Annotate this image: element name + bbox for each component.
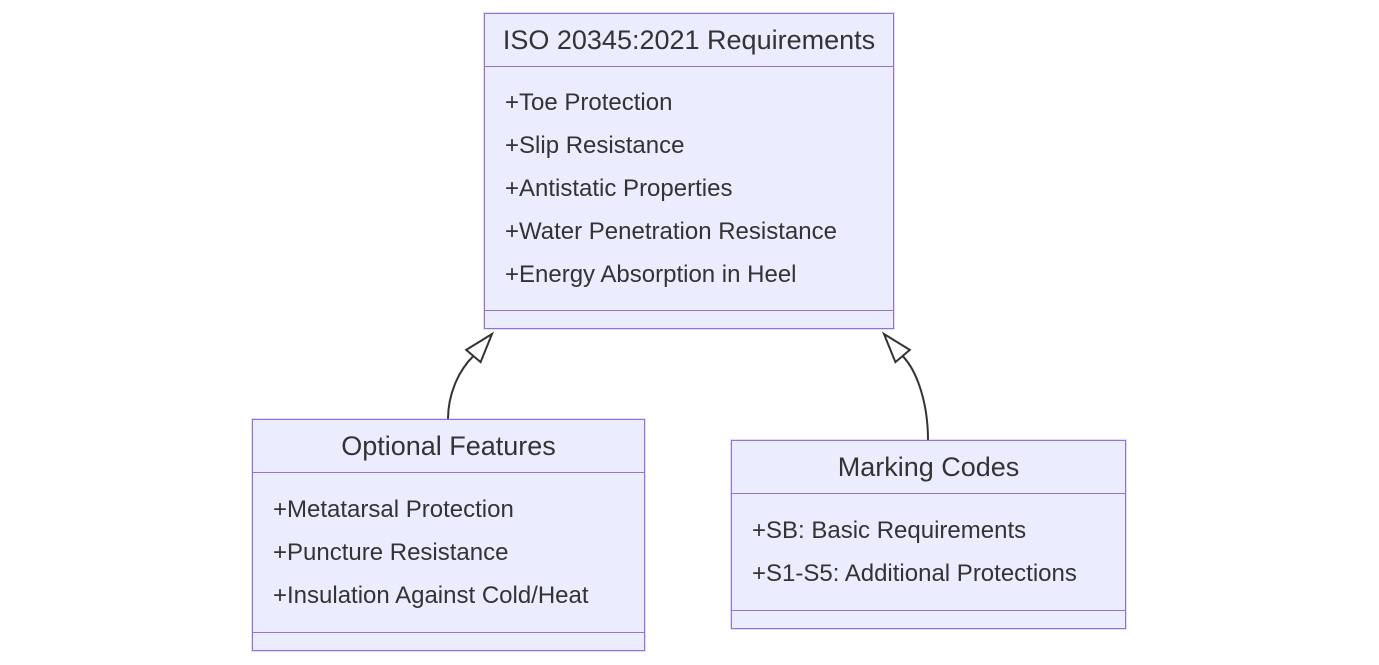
class-members-compartment: +Toe Protection +Slip Resistance +Antist… [485, 67, 893, 310]
class-members-compartment: +SB: Basic Requirements +S1-S5: Addition… [732, 494, 1125, 610]
class-member: +Insulation Against Cold/Heat [273, 582, 589, 609]
class-title: ISO 20345:2021 Requirements [485, 14, 893, 67]
class-methods-compartment-empty [732, 610, 1125, 628]
class-member: +Puncture Resistance [273, 539, 509, 566]
class-box-iso-requirements: ISO 20345:2021 Requirements +Toe Protect… [484, 13, 894, 329]
class-member: +Water Penetration Resistance [505, 218, 837, 245]
inheritance-arrow-optional-features [447, 331, 495, 420]
class-methods-compartment-empty [485, 310, 893, 328]
class-box-optional-features: Optional Features +Metatarsal Protection… [252, 419, 645, 651]
class-methods-compartment-empty [253, 632, 644, 650]
inheritance-arrow-marking-codes [881, 331, 929, 441]
class-member: +Slip Resistance [505, 132, 685, 159]
class-member: +S1-S5: Additional Protections [752, 560, 1077, 587]
class-members-compartment: +Metatarsal Protection +Puncture Resista… [253, 473, 644, 632]
class-member: +Metatarsal Protection [273, 496, 514, 523]
class-member: +SB: Basic Requirements [752, 517, 1027, 544]
class-title: Marking Codes [732, 441, 1125, 494]
class-member: +Toe Protection [505, 89, 673, 116]
class-title: Optional Features [253, 420, 644, 473]
class-box-marking-codes: Marking Codes +SB: Basic Requirements +S… [731, 440, 1126, 629]
class-member: +Antistatic Properties [505, 175, 733, 202]
class-member: +Energy Absorption in Heel [505, 261, 797, 288]
